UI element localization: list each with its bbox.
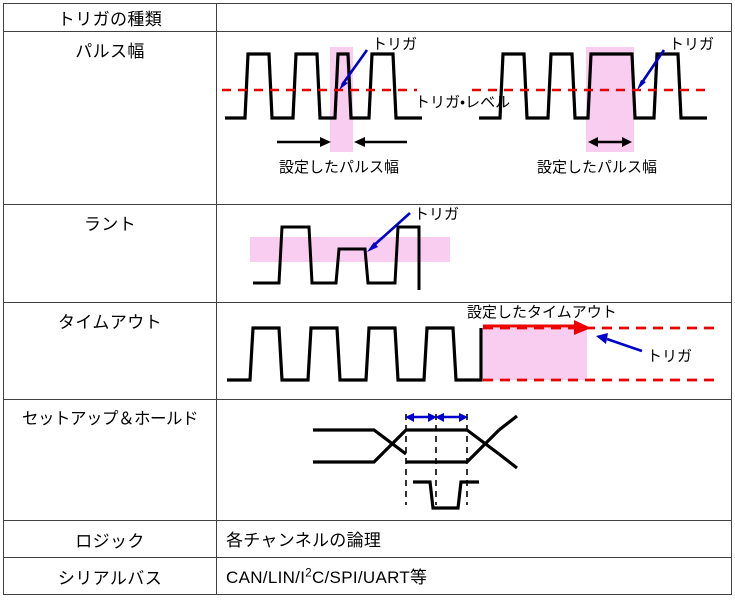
- timeout-label: タイムアウト: [57, 313, 163, 332]
- timeout-figure-cell: 設定したタイムアウト トリガ: [216, 302, 732, 400]
- serial-bus-value-cell: CAN/LIN/I2C/SPI/UART等: [216, 557, 732, 595]
- header-label-cell: トリガの種類: [3, 3, 217, 32]
- timeout-figure: 設定したタイムアウト トリガ: [217, 303, 731, 399]
- runt-trigger-arrow: [367, 212, 411, 252]
- pulse-caption-left: 設定したパルス幅: [279, 159, 399, 176]
- data-eye-waveform: [313, 414, 518, 470]
- table-row-runt: ラント ト: [3, 204, 732, 303]
- table-row-logic: ロジック 各チャンネルの論理: [3, 520, 732, 558]
- pulse-width-figure: トリガ トリガ・レベル 設定したパルス幅: [217, 32, 731, 204]
- logic-label-cell: ロジック: [3, 520, 217, 558]
- trigger-arrow-left: [339, 49, 369, 90]
- serial-bus-label: シリアルバス: [57, 568, 163, 588]
- header-label: トリガの種類: [57, 10, 163, 29]
- setup-hold-figure: [217, 400, 731, 520]
- table-row-pulse-width: パルス幅: [3, 31, 732, 205]
- runt-label-cell: ラント: [3, 204, 217, 303]
- timeout-waveform: [227, 326, 483, 382]
- setup-time-arrow: [405, 413, 437, 422]
- trigger-label-left: トリガ: [372, 36, 417, 53]
- hold-time-arrow: [435, 413, 468, 422]
- runt-figure-cell: トリガ: [216, 204, 732, 303]
- setup-hold-label: セットアップ＆ホールド: [22, 410, 199, 428]
- timeout-label-cell: タイムアウト: [3, 302, 217, 400]
- timeout-trigger-label: トリガ: [647, 348, 692, 365]
- table-row-setup-hold: セットアップ＆ホールド: [3, 399, 732, 521]
- setup-hold-label-cell: セットアップ＆ホールド: [3, 399, 217, 521]
- header-value: [217, 4, 731, 14]
- pulse-highlight-right: [586, 47, 634, 152]
- clock-waveform: [413, 480, 479, 510]
- header-value-cell: [216, 3, 732, 32]
- pulse-measure-arrows-right: [588, 137, 632, 147]
- serial-bus-value-prefix: CAN/LIN/I: [226, 568, 306, 587]
- pulse-width-diagram: トリガ トリガ・レベル 設定したパルス幅: [222, 36, 714, 176]
- logic-value: 各チャンネルの論理: [226, 531, 382, 550]
- pulse-width-label: パルス幅: [75, 42, 145, 61]
- serial-bus-value: CAN/LIN/I2C/SPI/UART等: [217, 558, 731, 593]
- trigger-types-table: トリガの種類 パルス幅: [3, 3, 732, 595]
- serial-bus-label-cell: シリアルバス: [3, 557, 217, 595]
- timeout-measure-arrow: [483, 320, 591, 335]
- runt-waveform: [253, 225, 421, 290]
- trigger-level-label: トリガ・レベル: [415, 94, 510, 111]
- runt-trigger-label: トリガ: [414, 206, 459, 223]
- runt-label: ラント: [83, 215, 137, 234]
- serial-bus-value-superscript: 2: [305, 567, 312, 580]
- trigger-label-right: トリガ: [669, 36, 714, 53]
- setup-hold-figure-cell: [216, 399, 732, 521]
- logic-label: ロジック: [75, 531, 145, 551]
- setup-hold-reference-lines: [405, 414, 468, 505]
- table-row-serial-bus: シリアルバス CAN/LIN/I2C/SPI/UART等: [3, 557, 732, 595]
- logic-value-cell: 各チャンネルの論理: [216, 520, 732, 558]
- setup-hold-diagram: [313, 413, 518, 510]
- pulse-width-label-cell: パルス幅: [3, 31, 217, 205]
- trigger-arrow-right: [637, 49, 666, 90]
- table-row-timeout: タイムアウト: [3, 302, 732, 400]
- timeout-diagram: 設定したタイムアウト トリガ: [227, 304, 717, 382]
- pulse-width-figure-cell: トリガ トリガ・レベル 設定したパルス幅: [216, 31, 732, 205]
- runt-figure: トリガ: [217, 205, 731, 302]
- table-row-header: トリガの種類: [3, 3, 732, 32]
- pulse-measure-arrows-left: [277, 137, 407, 147]
- waveform-left: [225, 52, 422, 120]
- timeout-caption: 設定したタイムアウト: [467, 304, 617, 321]
- serial-bus-value-suffix: C/SPI/UART等: [311, 568, 428, 587]
- runt-diagram: トリガ: [250, 206, 459, 290]
- timeout-trigger-arrow: [596, 333, 643, 353]
- pulse-caption-right: 設定したパルス幅: [537, 159, 657, 176]
- timeout-highlight-region: [483, 328, 587, 380]
